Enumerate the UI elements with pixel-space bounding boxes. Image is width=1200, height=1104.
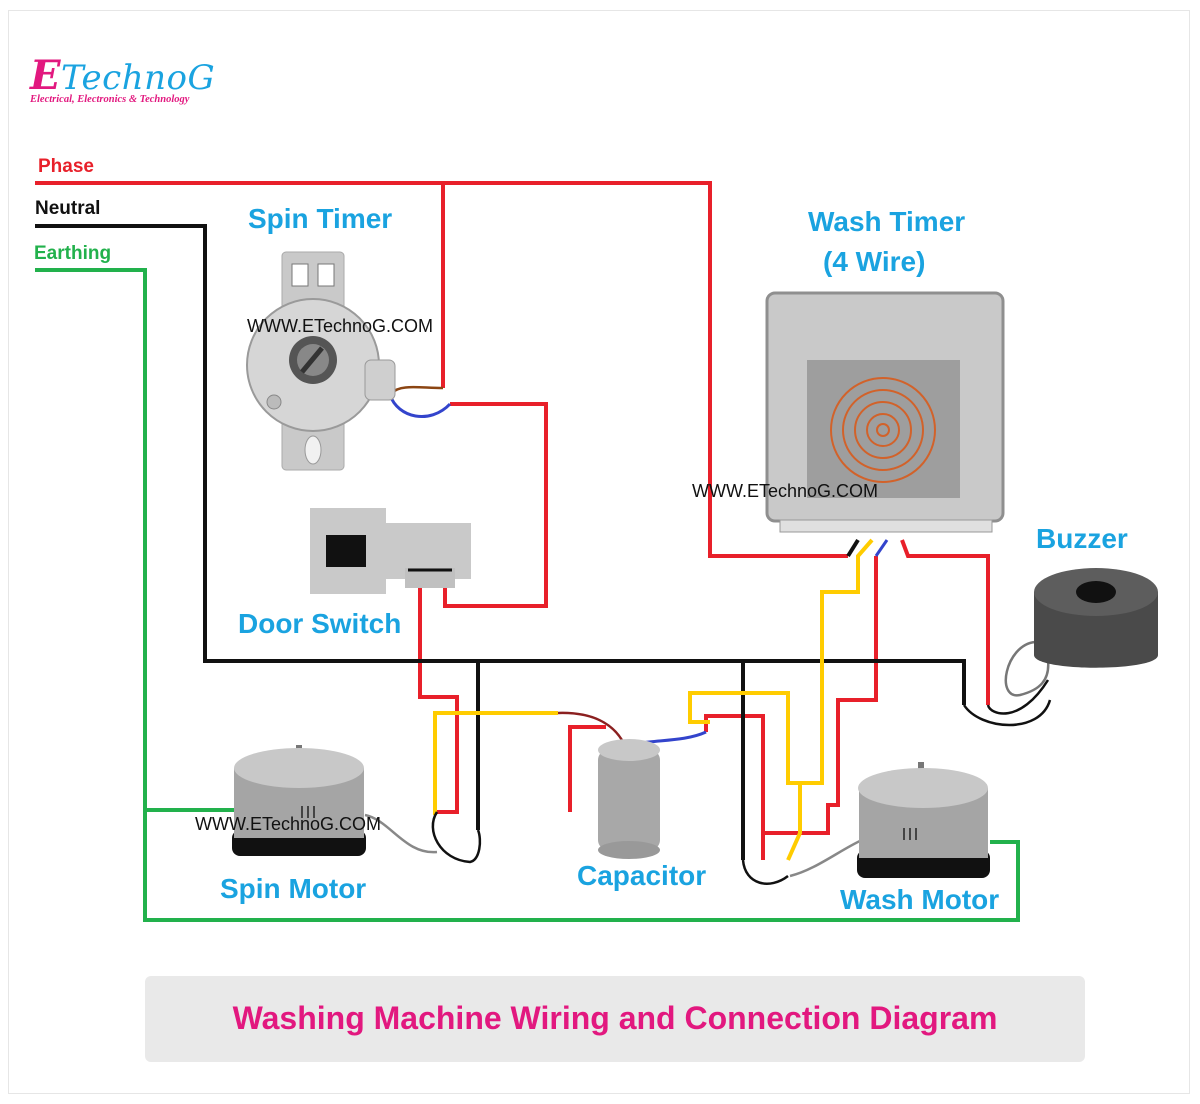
spin-timer	[246, 251, 396, 471]
spin-motor-grey	[364, 813, 438, 854]
phase-label: Phase	[38, 156, 94, 177]
spin-motor-label: Spin Motor	[220, 873, 367, 904]
wash-motor-lead-mix	[741, 859, 789, 885]
earth-wiring	[35, 268, 1020, 922]
buzzer	[1034, 568, 1158, 668]
wash-timer-dial	[830, 377, 936, 483]
wash-motor	[857, 762, 990, 878]
wash-timer-label: Wash Timer	[808, 206, 966, 237]
wash-timer-to-wash-motor	[704, 556, 878, 835]
watermark-2: WWW.ETechnoG.COM	[692, 481, 879, 501]
earthing-label: Earthing	[34, 243, 112, 264]
spin-timer-to-door-switch	[443, 402, 548, 608]
buzzer-label: Buzzer	[1036, 523, 1128, 554]
caption-box: Washing Machine Wiring and Connection Di…	[145, 976, 1085, 1062]
watermark-1: WWW.ETechnoG.COM	[247, 316, 434, 336]
diagram-caption: Washing Machine Wiring and Connection Di…	[232, 1000, 998, 1036]
logo-initial: E	[30, 52, 61, 99]
capacitor	[598, 739, 660, 859]
buzzer-grey	[1004, 640, 1050, 697]
wash-timer-sublabel: (4 Wire)	[823, 246, 926, 277]
neutral-main-wire	[35, 224, 966, 705]
buzzer-leads	[962, 679, 1052, 727]
spin-motor-yellow	[433, 711, 558, 815]
door-switch	[310, 508, 471, 594]
wash-timer-red-out	[900, 539, 990, 705]
logo: ETechnoG	[30, 52, 215, 99]
diagram-frame	[8, 10, 1190, 1094]
capacitor-red-wire	[568, 725, 606, 812]
neutral-label: Neutral	[35, 198, 101, 219]
capacitor-label: Capacitor	[577, 860, 707, 891]
spin-timer-brown	[391, 385, 444, 394]
spin-motor	[232, 745, 366, 856]
logo-tagline: Electrical, Electronics & Technology	[30, 94, 190, 105]
spin-timer-blue	[388, 394, 452, 419]
spin-motor-vents	[301, 806, 315, 818]
wash-timer-black-out	[846, 538, 860, 558]
spin-timer-label: Spin Timer	[248, 203, 393, 234]
logo-name: TechnoG	[61, 58, 216, 98]
phase-main-wire	[35, 181, 848, 558]
wash-timer-yellow	[688, 538, 874, 785]
watermark-3: WWW.ETechnoG.COM	[195, 814, 382, 834]
yellow-wiring	[433, 538, 874, 861]
door-switch-label: Door Switch	[238, 608, 402, 639]
spin-motor-lead-mix	[431, 811, 482, 864]
wash-motor-vents	[903, 828, 917, 840]
earth-main-wire	[35, 268, 1020, 922]
wash-motor-yellow	[786, 783, 802, 861]
wash-timer	[765, 291, 1005, 533]
wash-motor-label: Wash Motor	[840, 884, 1000, 915]
phase-wiring	[35, 181, 990, 860]
wash-motor-grey	[789, 838, 863, 878]
door-switch-to-spin-motor	[418, 588, 459, 814]
wash-timer-blue	[874, 539, 889, 557]
